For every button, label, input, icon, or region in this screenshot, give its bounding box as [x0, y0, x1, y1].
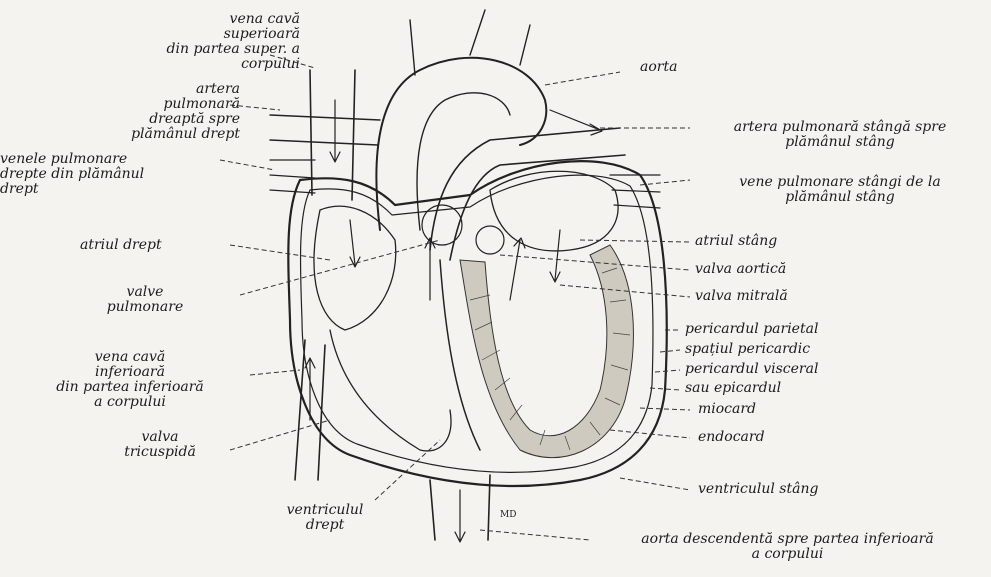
label-valva-mitrala: valva mitrală: [695, 289, 788, 304]
leader-lines-right: [480, 72, 690, 540]
label-valva-tricuspida: valva tricuspidă: [100, 430, 220, 460]
label-epicardul: sau epicardul: [685, 381, 781, 396]
label-venele-pulmonare-drepte: venele pulmonare drepte din plămânul dre…: [0, 152, 200, 197]
label-vena-cava-superior: vena cavă superioară din partea super. a…: [60, 12, 300, 72]
left-atrium: [490, 171, 618, 251]
label-spatiul-pericardic: spațiul pericardic: [685, 342, 810, 357]
label-atriul-stang: atriul stâng: [695, 234, 777, 249]
right-pulmonary-veins: [270, 160, 315, 193]
flow-arrows: [305, 100, 602, 542]
pulmonary-valve: [422, 205, 462, 245]
label-artera-pulmonara-stanga: artera pulmonară stângă spre plămânul st…: [700, 120, 980, 150]
label-atriul-drept: atriul drept: [80, 238, 162, 253]
leader-lines-left: [220, 55, 440, 500]
label-ventriculul-stang: ventriculul stâng: [698, 482, 818, 497]
right-atrium: [314, 206, 396, 330]
label-valve-pulmonare: valve pulmonare: [80, 285, 210, 315]
signature: MD: [500, 508, 516, 523]
label-miocard: miocard: [698, 402, 756, 417]
label-vene-pulmonare-stangi: vene pulmonare stângi de la plămânul stâ…: [695, 175, 985, 205]
label-endocard: endocard: [698, 430, 765, 445]
myocardium: [460, 245, 633, 458]
label-aorta: aorta: [640, 60, 677, 75]
aortic-valve: [476, 226, 504, 254]
label-vena-cava-inferioara: vena cavă inferioară din partea inferioa…: [10, 350, 250, 410]
label-pericardul-visceral: pericardul visceral: [685, 362, 818, 377]
right-ventricle: [330, 330, 451, 451]
label-pericardul-parietal: pericardul parietal: [685, 322, 818, 337]
label-ventriculul-drept: ventriculul drept: [270, 503, 380, 533]
pulmonary-trunk: [430, 128, 625, 260]
label-valva-aortica: valva aortică: [695, 262, 786, 277]
label-aorta-descendenta: aorta descendentă spre partea inferioară…: [590, 532, 985, 562]
right-pulmonary-artery: [270, 115, 380, 145]
label-artera-pulmonara-dreapta: artera pulmonară dreaptă spre plămânul d…: [40, 82, 240, 142]
